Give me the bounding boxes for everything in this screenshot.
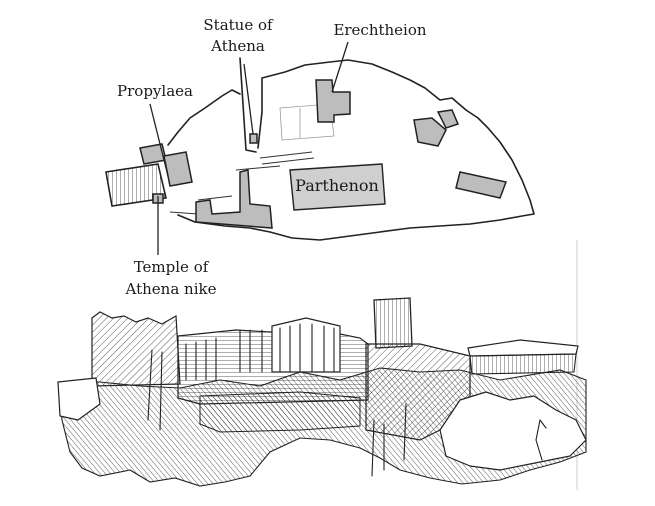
east-building-3 (455, 171, 508, 199)
label-temple-line2: Athena nike (125, 280, 217, 298)
sketch-parthenon (271, 317, 341, 373)
erechtheion-building (315, 79, 351, 123)
parthenon-building (289, 163, 386, 211)
label-parthenon: Parthenon (295, 176, 379, 195)
inner-terrace (169, 151, 315, 215)
leader-erechtheion (331, 41, 349, 93)
leader-propylaea (149, 103, 169, 177)
propylaea-building (105, 163, 167, 207)
label-erechtheion: Erechtheion (333, 21, 426, 39)
label-temple-line1: Temple of (134, 258, 210, 276)
label-propylaea: Propylaea (117, 82, 193, 100)
sketch-rocks-left (57, 377, 101, 421)
label-statue-line1: Statue of (203, 16, 274, 34)
label-statue-line2: Athena (210, 37, 265, 55)
south-stoa (195, 169, 273, 229)
leader-statue (243, 63, 254, 135)
sketch-figure (535, 419, 547, 461)
faint-grid (279, 103, 335, 141)
east-building-2 (436, 109, 460, 129)
propylaea-wing-east (163, 151, 193, 187)
enclosure-wall (167, 59, 535, 241)
sketch-tower (373, 297, 413, 349)
west-wall (231, 57, 263, 153)
sketch-parthenon-columns (279, 323, 335, 373)
sketch-lower-terrace (199, 391, 361, 433)
sketch-colonnade (185, 329, 263, 381)
sketch-trees (147, 349, 407, 477)
sketch-rocks-right (439, 391, 587, 471)
sketch-far-temple (467, 339, 579, 357)
sketch-far-temple-base (469, 353, 577, 375)
site-plan: Statue of Athena Erechtheion Propylaea P… (105, 16, 535, 298)
acropolis-sketch (57, 297, 587, 487)
sketch-propylaea (91, 311, 181, 387)
statue-athena-base (249, 133, 258, 144)
east-building-1 (413, 117, 447, 147)
